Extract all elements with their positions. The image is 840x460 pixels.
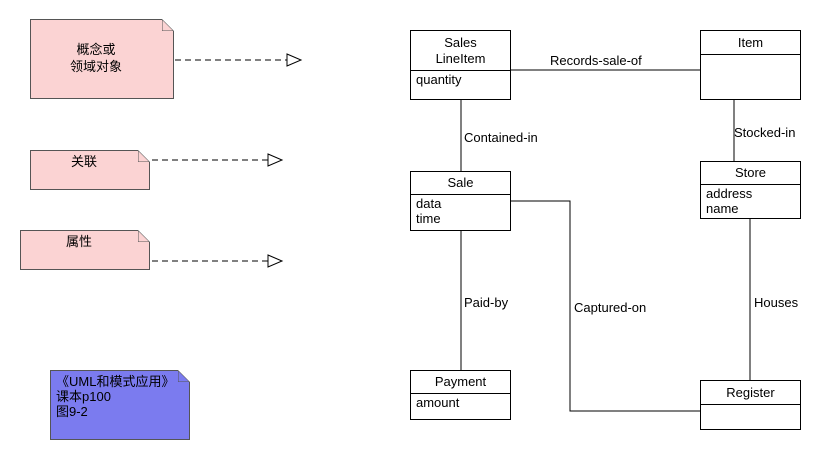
note-attribute-label: 属性 [65,234,92,249]
attribute-compartment [701,55,800,57]
class-name-line-2: LineItem [435,51,486,66]
note-concept-line-1: 概念或 [76,42,116,57]
association-label-records-sale-of: Records-sale-of [550,53,642,68]
legend-concept-arrowhead [286,53,303,67]
note-reference: 《UML和模式应用》 课本p100 图9-2 [50,370,190,440]
class-store[interactable]: Store address name [700,161,801,219]
attribute-compartment: quantity [411,71,510,88]
note-reference-line-1: 《UML和模式应用》 [56,374,175,389]
class-payment[interactable]: Payment amount [410,370,511,420]
association-label-paid-by: Paid-by [464,295,509,310]
class-name: Store [701,162,800,185]
association-label-captured-on: Captured-on [574,300,647,315]
captured-on-line [511,200,700,412]
note-reference-line-3: 图9-2 [56,404,88,419]
note-concept: 概念或 领域对象 [30,19,174,99]
class-item[interactable]: Item [700,30,801,100]
association-label-contained-in: Contained-in [464,130,538,145]
attribute-time: time [416,211,441,226]
association-label-houses: Houses [754,295,799,310]
note-concept-line-2: 领域对象 [69,59,122,74]
class-name-line-1: Sales [444,35,477,50]
class-name-line-1: Register [726,385,775,400]
attribute-address: address [706,186,753,201]
association-label-stocked-in: Stocked-in [734,125,796,140]
attribute-amount: amount [416,395,460,410]
attribute-quantity: quantity [416,72,462,87]
note-fold-corner [162,19,174,31]
legend-association-arrowhead [267,153,284,167]
class-name-line-1: Store [734,165,767,180]
attribute-compartment [701,405,800,407]
note-association-label: 关联 [70,154,97,169]
class-register[interactable]: Register [700,380,801,430]
note-fold-corner [138,150,150,162]
note-reference-line-2: 课本p100 [56,389,111,404]
class-sales-lineitem[interactable]: Sales LineItem quantity [410,30,511,100]
class-sale[interactable]: Sale data time [410,171,511,231]
attribute-compartment: address name [701,185,800,217]
class-name: Sale [411,172,510,195]
legend-attribute-arrowhead [267,254,284,268]
class-name: Item [701,31,800,55]
attribute-data: data [416,196,442,211]
class-name-line-1: Sale [447,175,474,190]
attribute-compartment: amount [411,394,510,411]
class-name-line-1: Payment [434,374,487,389]
attribute-compartment: data time [411,195,510,227]
class-name: Payment [411,371,510,394]
attribute-name: name [706,201,739,216]
class-name-line-1: Item [737,35,764,50]
note-association: 关联 [30,150,150,190]
class-name: Register [701,381,800,405]
note-attribute: 属性 [20,230,150,270]
note-fold-corner [178,370,190,382]
class-name: Sales LineItem [411,31,510,71]
note-fold-corner [138,230,150,242]
